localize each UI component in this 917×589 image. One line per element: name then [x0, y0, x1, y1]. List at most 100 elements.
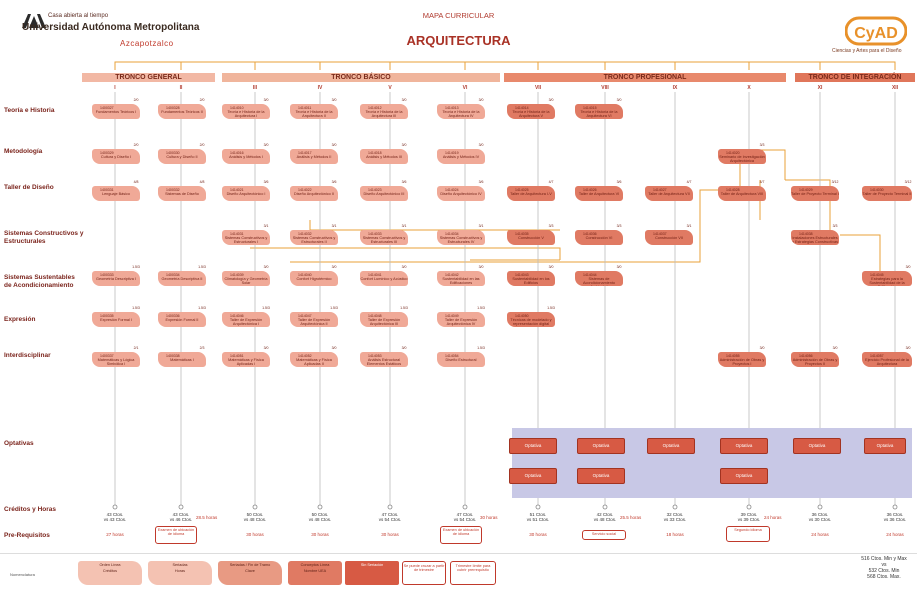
elective-course[interactable]: Optativa	[577, 468, 625, 484]
elective-course[interactable]: Optativa	[647, 438, 695, 454]
elective-course[interactable]: Optativa	[864, 438, 906, 454]
course-code: 1414053	[368, 354, 382, 358]
course-credits: 3/0	[331, 143, 337, 147]
course-name: Taller de Arquitectura VIII	[720, 192, 764, 196]
course-code: 1414019	[445, 151, 459, 155]
course-code: 1414012	[368, 106, 382, 110]
course-credits: 3/0	[759, 346, 765, 350]
course-code: 1414050	[515, 314, 529, 318]
side-hours-6: 30 horas	[480, 515, 498, 520]
course-code: 1400334	[166, 273, 180, 277]
course-name: Taller de Expresión Arquitectónica I	[229, 318, 263, 326]
term-hours-5: 30 horas	[381, 532, 399, 537]
elective-course[interactable]: Optativa	[720, 468, 768, 484]
course-name: Diseño Arquitectónico III	[363, 192, 405, 196]
course-code: 1400330	[166, 151, 180, 155]
elective-course[interactable]: Optativa	[509, 468, 557, 484]
course-credits: 3/3	[616, 224, 622, 228]
elective-course[interactable]: Optativa	[793, 438, 841, 454]
term-credits-5: 47 Ctos.vs 54 Ctos.	[370, 512, 410, 522]
course-code: 1400332	[166, 188, 180, 192]
course-name: Administración de Obras y Proyectos II	[792, 358, 838, 366]
elective-course[interactable]: Optativa	[577, 438, 625, 454]
course-credits: 3/0	[478, 143, 484, 147]
course-credits: 4/8	[199, 180, 205, 184]
course-code: 1414039	[230, 273, 244, 277]
credits-value: 42 Ctos.	[596, 512, 614, 517]
course-credits: 3/12	[904, 180, 912, 184]
term-credits-8: 42 Ctos.vs 48 Ctos.	[585, 512, 625, 522]
course-code: 1414010	[230, 106, 244, 110]
elective-course[interactable]: Optativa	[509, 438, 557, 454]
course-name: Diseño Estructural	[445, 358, 477, 362]
prereq-term-10: Segundo idioma	[726, 526, 770, 542]
course-code: 1414055	[726, 354, 740, 358]
course-credits: 3/0	[401, 98, 407, 102]
course-code: 1414034	[445, 232, 459, 236]
course-credits: 1.5/3	[547, 306, 555, 310]
elective-course[interactable]: Optativa	[720, 438, 768, 454]
